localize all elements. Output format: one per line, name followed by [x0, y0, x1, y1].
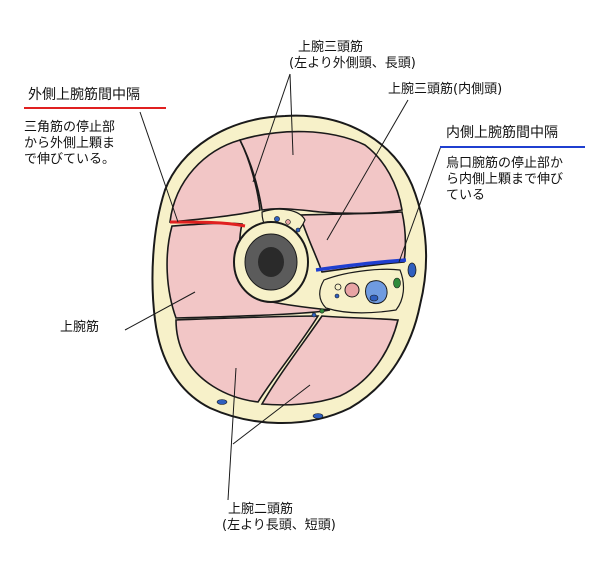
vessel-dot [295, 227, 301, 233]
medial-septum-label: 内側上腕筋間中隔 [446, 125, 558, 141]
triceps-label: 上腕三頭筋 [298, 40, 364, 55]
biceps-short-head [260, 315, 400, 406]
medial-septum-underline [440, 146, 585, 148]
lateral-septum-desc-3: で伸びている。 [24, 152, 116, 167]
vessel-dot [334, 293, 340, 299]
humerus-marrow-core [258, 247, 284, 277]
vessel-dot [311, 312, 317, 318]
medial-septum-desc-1: 烏口腕筋の停止部か [446, 156, 564, 171]
biceps-long-head [175, 315, 320, 403]
vessel-dot [285, 219, 291, 225]
medial-septum-desc-2: ら内側上顆まで伸び [446, 172, 564, 187]
triceps-medial-head [298, 211, 407, 273]
lateral-intermuscular-septum [169, 220, 246, 228]
vessel-dot [274, 216, 280, 222]
triceps-medial-label: 上腕三頭筋(内側頭) [388, 82, 503, 97]
medial-intermuscular-septum [315, 258, 407, 272]
brachial-artery [344, 282, 360, 298]
median-nerve [369, 294, 379, 302]
vessel-green [393, 277, 401, 289]
cephalic-vein [407, 262, 417, 278]
medial-septum-desc-3: ている [446, 188, 486, 203]
vessel-dot [334, 283, 342, 291]
superficial-vessel [312, 413, 324, 419]
lateral-septum-desc-1: 三角筋の停止部 [24, 120, 116, 135]
brachialis-label: 上腕筋 [60, 320, 100, 335]
superficial-vessel [216, 399, 228, 405]
vessel-dot [319, 308, 325, 314]
leader-lines [124, 73, 442, 501]
triceps-sub-label: (左より外側頭、長頭) [289, 56, 416, 71]
lateral-septum-label: 外側上腕筋間中隔 [28, 87, 140, 103]
biceps-sub-label: (左より長頭、短頭) [222, 518, 336, 533]
lateral-septum-desc-2: から外側上顆ま [24, 136, 116, 151]
lateral-septum-underline [24, 107, 166, 109]
biceps-label: 上腕二頭筋 [228, 502, 294, 517]
